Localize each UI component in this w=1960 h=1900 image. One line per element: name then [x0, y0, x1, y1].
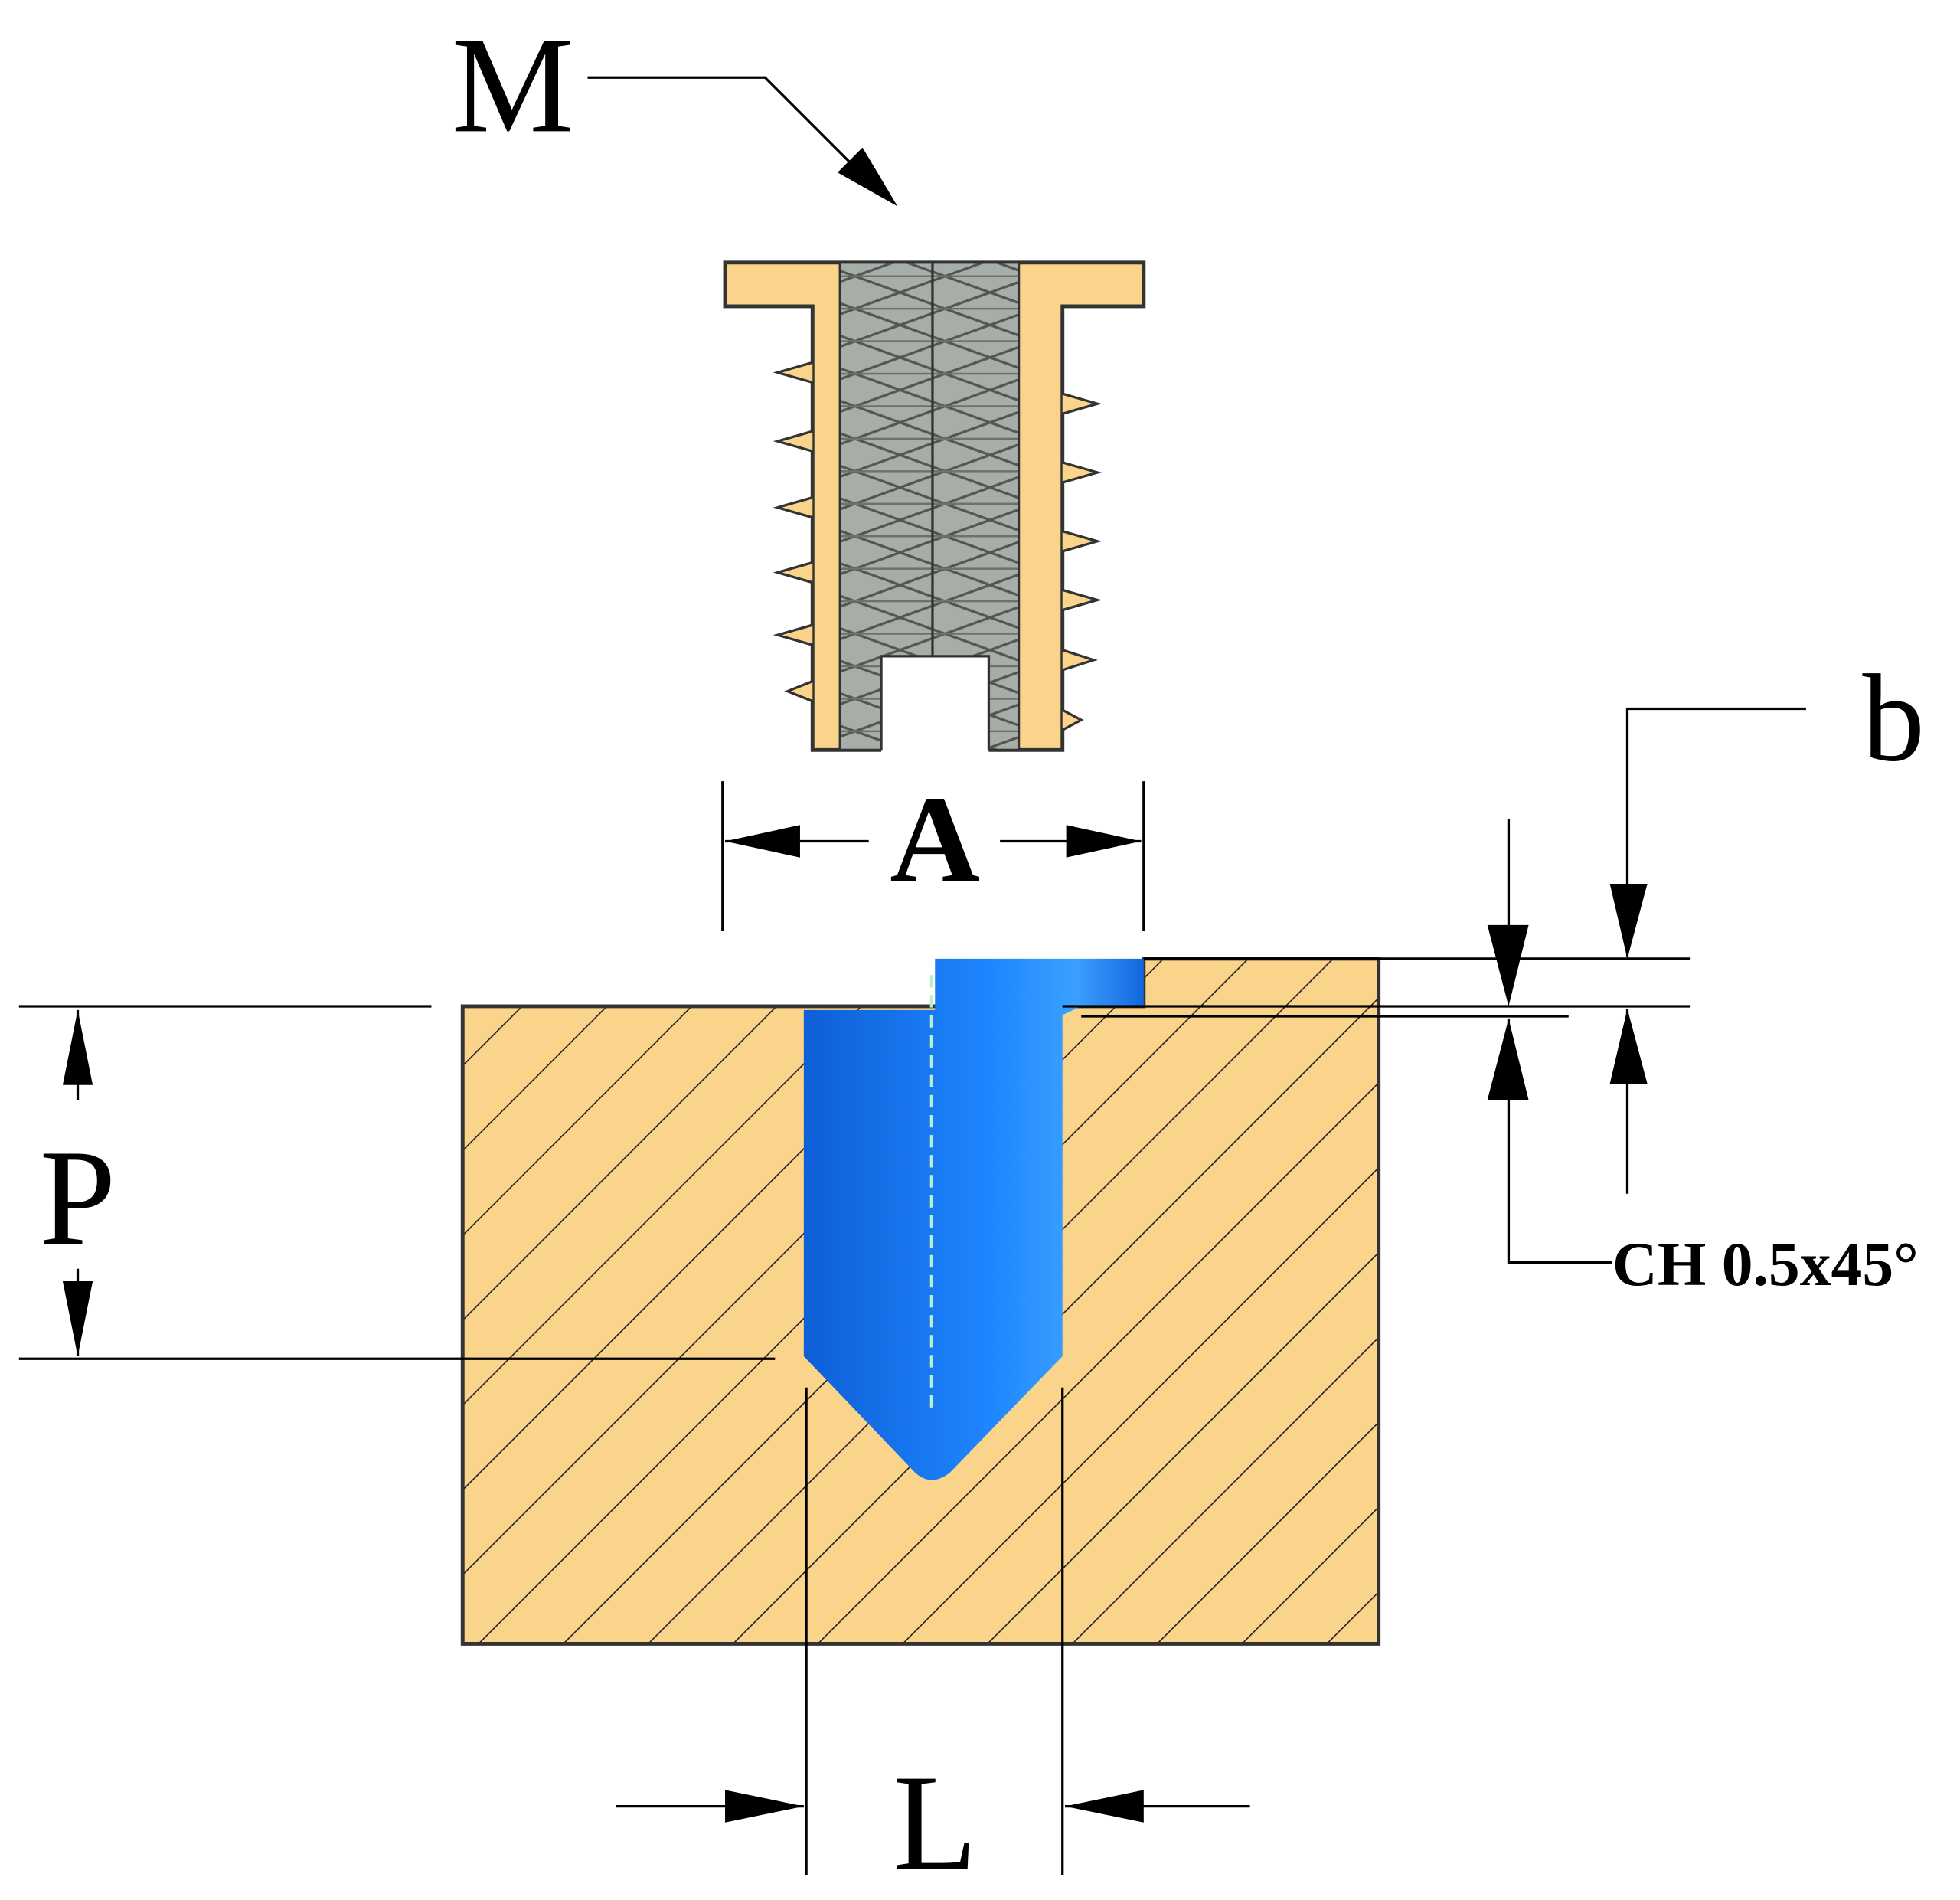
- label-l: L: [893, 1746, 977, 1898]
- insert-external-teeth: [773, 361, 1102, 731]
- threaded-insert: [723, 260, 1146, 754]
- drilled-hole: [803, 958, 1144, 1480]
- dimension-p: [62, 1009, 93, 1356]
- label-a: A: [890, 771, 980, 909]
- label-b: b: [1862, 649, 1925, 787]
- dimension-b: [1609, 707, 1806, 1194]
- label-m: M: [452, 8, 574, 161]
- reference-lines: [18, 957, 1690, 1360]
- insert-leader: [587, 76, 898, 207]
- label-chamfer: CH 0.5x45°: [1612, 1229, 1919, 1299]
- workpiece-block: [460, 957, 1381, 1646]
- label-p: P: [40, 1121, 116, 1274]
- dimension-chamfer: [1487, 819, 1612, 1264]
- dimension-l: [616, 1387, 1250, 1875]
- dimension-a: [721, 781, 1145, 932]
